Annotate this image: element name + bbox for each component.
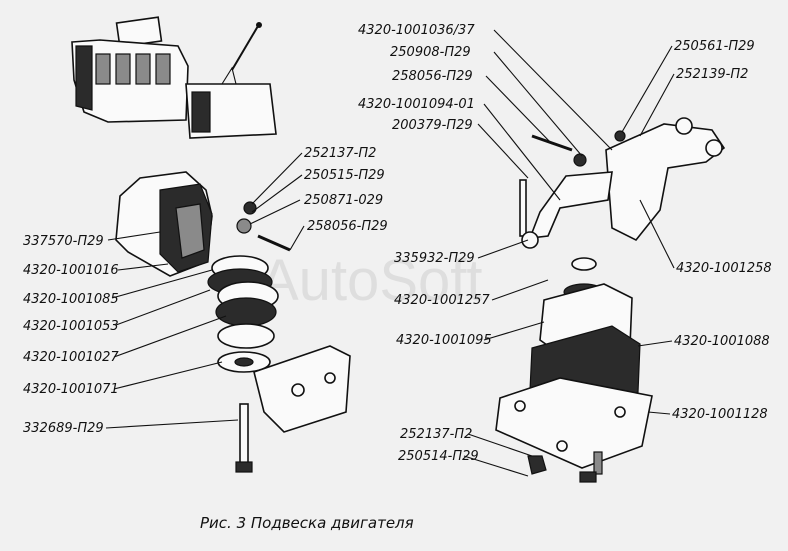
part-label: 250561-П29 xyxy=(674,39,755,54)
part-label: 250514-П29 xyxy=(398,449,479,464)
front-mount-assembly xyxy=(115,171,351,473)
part-label: 4320-1001085 xyxy=(23,292,119,307)
part-label: 258056-П29 xyxy=(392,69,473,84)
part-label: 337570-П29 xyxy=(23,234,104,249)
part-label: 4320-1001071 xyxy=(23,382,119,397)
part-label: 335932-П29 xyxy=(394,251,475,266)
part-label: 250515-П29 xyxy=(304,168,385,183)
engine-thumbnail xyxy=(71,16,277,139)
part-label: 252137-П2 xyxy=(304,146,376,161)
watermark: AutoSoft xyxy=(260,248,482,313)
part-label: 4320-1001016 xyxy=(23,263,119,278)
part-label: 4320-1001088 xyxy=(674,334,770,349)
part-label: 4320-1001128 xyxy=(672,407,768,422)
part-label: 332689-П29 xyxy=(23,421,104,436)
right-top-labels: 250561-П29 252139-П2 xyxy=(674,39,755,82)
bottom-labels: 252137-П2 250514-П29 xyxy=(398,427,479,464)
part-label: 4320-1001027 xyxy=(23,350,119,365)
part-label: 250871-029 xyxy=(304,193,383,208)
part-label: 4320-1001094-01 xyxy=(358,97,475,112)
part-label: 4320-1001036/37 xyxy=(358,23,475,38)
center-labels: 335932-П29 4320-1001257 4320-1001095 xyxy=(394,251,492,348)
part-label: 252139-П2 xyxy=(676,67,748,82)
part-label: 250908-П29 xyxy=(390,45,471,60)
part-label: 4320-1001095 xyxy=(396,333,492,348)
part-label: 252137-П2 xyxy=(400,427,472,442)
rear-mount-assembly xyxy=(495,117,726,483)
left-labels: 337570-П29 4320-1001016 4320-1001085 432… xyxy=(23,234,119,436)
part-label: 4320-1001258 xyxy=(676,261,772,276)
part-label: 4320-1001053 xyxy=(23,319,119,334)
part-label: 200379-П29 xyxy=(392,118,473,133)
mid-labels: 252137-П2 250515-П29 250871-029 258056-П… xyxy=(304,146,388,234)
top-labels: 4320-1001036/37 250908-П29 258056-П29 43… xyxy=(358,23,475,133)
part-label: 4320-1001257 xyxy=(394,293,490,308)
figure-caption: Рис. 3 Подвеска двигателя xyxy=(200,514,414,532)
leader-lines xyxy=(105,29,675,477)
right-labels: 4320-1001258 4320-1001088 4320-1001128 xyxy=(672,261,772,422)
part-label: 258056-П29 xyxy=(307,219,388,234)
